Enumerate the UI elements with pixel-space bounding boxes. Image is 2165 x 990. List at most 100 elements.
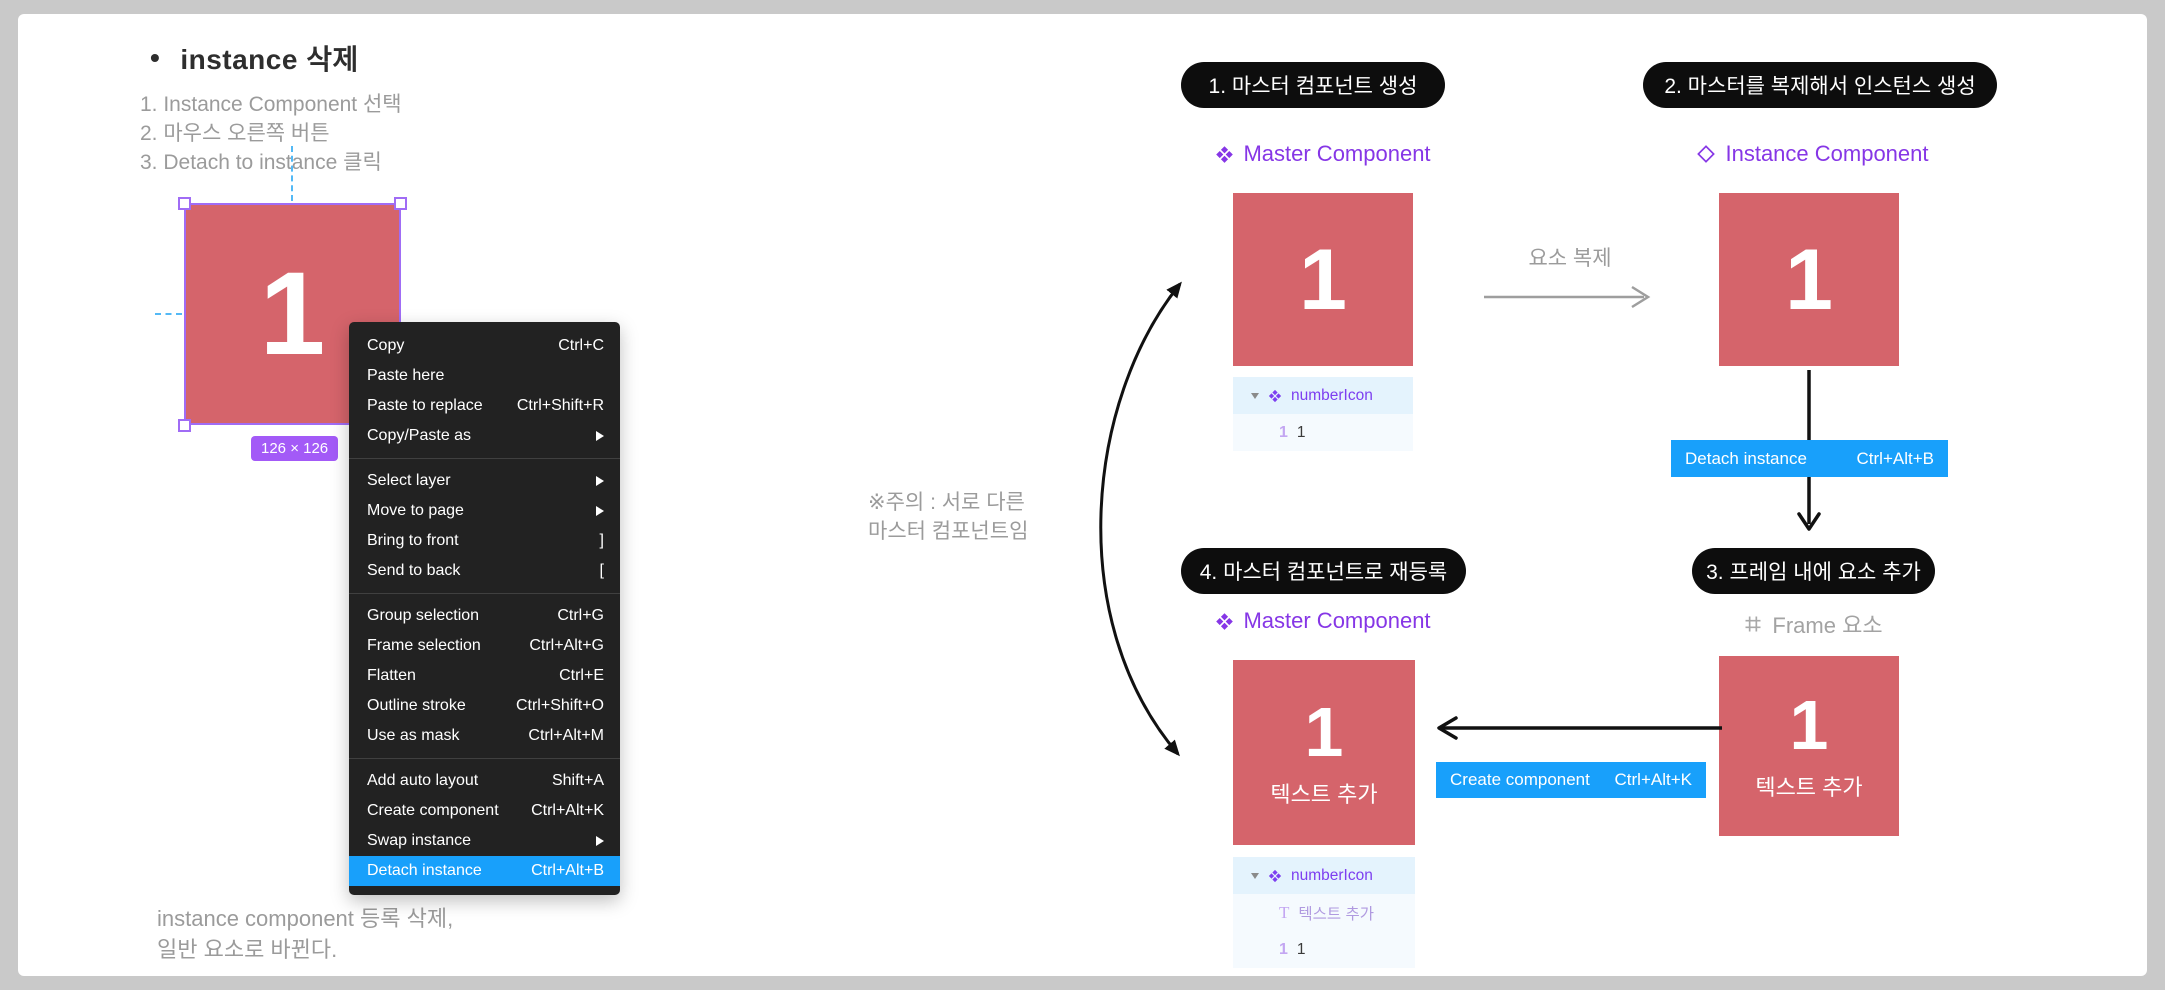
menu-item-label: Copy [367, 337, 405, 354]
instance-component-label: Instance Component [1690, 141, 1935, 167]
copy-arrow-label: 요소 복제 [1528, 247, 1612, 270]
menu-item-label: Add auto layout [367, 772, 479, 789]
menu-item-frame-selection[interactable]: Frame selection Ctrl+Alt+G [349, 631, 620, 661]
curved-double-arrow [1099, 281, 1182, 757]
submenu-arrow-icon [596, 476, 604, 486]
menu-item-paste-to-replace[interactable]: Paste to replace Ctrl+Shift+R [349, 391, 620, 421]
menu-item-bring-to-front[interactable]: Bring to front ] [349, 526, 620, 556]
menu-item-label: Paste here [367, 367, 445, 384]
menu-item-shortcut: Shift+A [551, 772, 604, 789]
frame-label-text: Frame 요소 [1772, 613, 1883, 638]
menu-item-group-selection[interactable]: Group selection Ctrl+G [349, 601, 620, 631]
step-line: 1. Instance Component 선택 [140, 93, 402, 116]
instruction-steps: 1. Instance Component 선택 2. 마우스 오른쪽 버튼 3… [140, 90, 402, 177]
menu-item-label: Swap instance [367, 832, 472, 849]
menu-item-copy-paste-as[interactable]: Copy/Paste as [349, 421, 620, 451]
layer-row-number-1[interactable]: 1 1 [1233, 931, 1415, 968]
menu-item-shortcut: Ctrl+Alt+K [531, 802, 604, 819]
detach-instance-button[interactable]: Detach instance Ctrl+Alt+B [1671, 440, 1948, 477]
button-shortcut: Ctrl+Alt+K [1614, 770, 1692, 789]
master-square-2: 1 텍스트 추가 [1233, 660, 1415, 845]
menu-item-swap-instance[interactable]: Swap instance [349, 826, 620, 856]
menu-item-use-as-mask[interactable]: Use as mask Ctrl+Alt+M [349, 721, 620, 751]
square-number-label: 1 [1299, 231, 1347, 328]
master-square-1: 1 [1233, 193, 1413, 366]
menu-item-paste-here[interactable]: Paste here [349, 361, 620, 391]
step1-badge: 1. 마스터 컴포넌트 생성 [1181, 62, 1445, 108]
step2-badge: 2. 마스터를 복제해서 인스턴스 생성 [1643, 62, 1997, 108]
caret-down-icon [1251, 872, 1259, 879]
menu-item-detach-instance[interactable]: Detach instance Ctrl+Alt+B [349, 856, 620, 886]
selection-handle-top-left[interactable] [178, 197, 191, 210]
layer-row-numbericon[interactable]: numberIcon [1233, 377, 1413, 414]
menu-item-label: Outline stroke [367, 697, 466, 714]
number-layer-icon: 1 [1279, 940, 1288, 958]
menu-item-send-to-back[interactable]: Send to back [ [349, 556, 620, 586]
menu-item-label: Send to back [367, 562, 461, 579]
menu-item-shortcut: Ctrl+E [559, 667, 604, 684]
master-component-text: Master Component [1243, 141, 1431, 166]
menu-item-shortcut: Ctrl+Shift+R [516, 397, 604, 414]
arrow-left [1437, 716, 1722, 740]
menu-item-copy[interactable]: Copy Ctrl+C [349, 331, 620, 361]
create-component-button[interactable]: Create component Ctrl+Alt+K [1436, 762, 1706, 798]
caret-down-icon [1251, 392, 1259, 399]
menu-item-select-layer[interactable]: Select layer [349, 466, 620, 496]
instance-diamond-icon [1697, 145, 1716, 163]
layers-panel-1: numberIcon 1 1 [1233, 377, 1413, 451]
layer-name: numberIcon [1291, 866, 1373, 884]
selection-handle-bottom-left[interactable] [178, 419, 191, 432]
component-icon [1216, 145, 1234, 163]
copy-arrow-right [1484, 285, 1651, 309]
frame-square-with-text: 1 텍스트 추가 [1719, 656, 1899, 836]
step-line: 2. 마우스 오른쪽 버튼 [140, 122, 330, 145]
number-layer-icon: 1 [1279, 423, 1288, 441]
bullet-icon: • [150, 42, 161, 73]
square-number-label: 1 [1304, 692, 1344, 771]
menu-item-label: Group selection [367, 607, 480, 624]
square-text-label: 텍스트 추가 [1755, 775, 1863, 800]
button-label: Detach instance [1685, 448, 1807, 468]
menu-item-shortcut: [ [599, 562, 604, 579]
menu-item-label: Move to page [367, 502, 464, 519]
layer-row-numbericon[interactable]: numberIcon [1233, 857, 1415, 894]
menu-item-label: Select layer [367, 472, 451, 489]
menu-item-flatten[interactable]: Flatten Ctrl+E [349, 661, 620, 691]
menu-item-shortcut: Ctrl+Alt+B [531, 862, 604, 879]
menu-item-label: Copy/Paste as [367, 427, 472, 444]
master-component-text: Master Component [1243, 608, 1431, 633]
submenu-arrow-icon [596, 836, 604, 846]
menu-item-create-component[interactable]: Create component Ctrl+Alt+K [349, 796, 620, 826]
frame-label: Frame 요소 [1733, 608, 1893, 640]
square-number-label: 1 [259, 248, 326, 380]
square-number-label: 1 [1785, 231, 1833, 328]
caution-note-line: 마스터 컴포넌트임 [868, 520, 1029, 543]
layer-row-number-1[interactable]: 1 1 [1233, 414, 1413, 451]
submenu-arrow-icon [596, 506, 604, 516]
step-line: 3. Detach to instance 클릭 [140, 151, 382, 174]
layer-name: 텍스트 추가 [1298, 905, 1374, 923]
menu-item-add-auto-layout[interactable]: Add auto layout Shift+A [349, 766, 620, 796]
master-component-label-2: Master Component [1208, 608, 1438, 634]
page-title-text: instance 삭제 [180, 44, 359, 75]
layer-name: numberIcon [1291, 386, 1373, 404]
square-number-label: 1 [1789, 686, 1829, 764]
menu-item-outline-stroke[interactable]: Outline stroke Ctrl+Shift+O [349, 691, 620, 721]
menu-item-move-to-page[interactable]: Move to page [349, 496, 620, 526]
menu-item-label: Create component [367, 802, 499, 819]
layers-panel-2: numberIcon T 텍스트 추가 1 1 [1233, 857, 1415, 968]
dimensions-badge: 126 × 126 [251, 436, 339, 461]
menu-separator [349, 458, 620, 459]
selection-handle-top-right[interactable] [394, 197, 407, 210]
menu-item-label: Paste to replace [367, 397, 483, 414]
layer-name: 1 [1296, 423, 1306, 441]
layer-row-text[interactable]: T 텍스트 추가 [1233, 894, 1415, 931]
layer-name: 1 [1296, 940, 1306, 958]
menu-item-shortcut: Ctrl+Alt+M [528, 727, 604, 744]
menu-item-shortcut: ] [599, 532, 604, 549]
component-icon [1268, 389, 1282, 402]
step3-badge: 3. 프레임 내에 요소 추가 [1692, 548, 1935, 594]
square-text-label: 텍스트 추가 [1270, 781, 1378, 807]
frame-icon [1745, 616, 1761, 632]
